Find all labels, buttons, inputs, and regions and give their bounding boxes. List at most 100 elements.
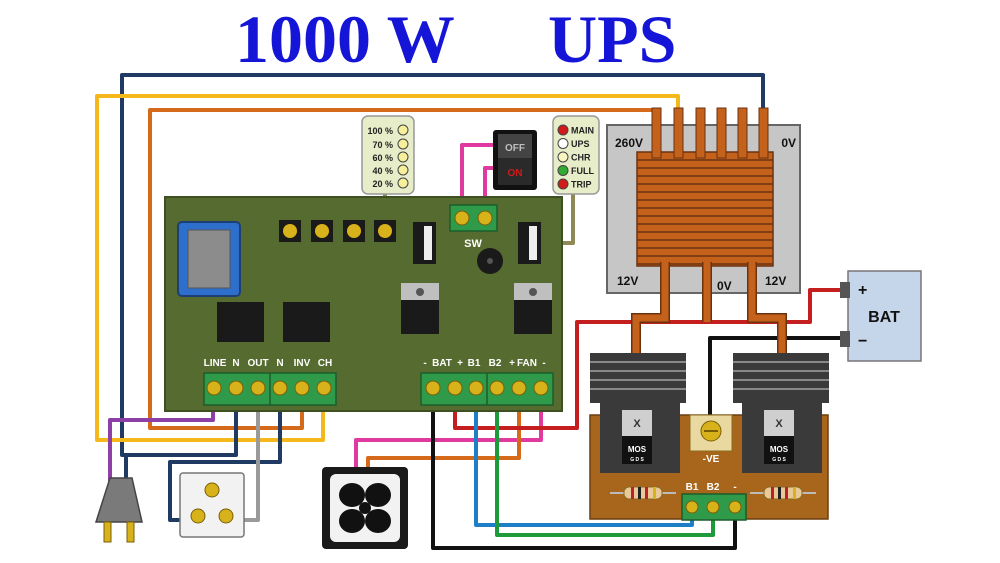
mosfet-left-x: X [633,418,641,430]
right-terminal-labels: - BAT + B1 B2 + FAN - [423,358,545,369]
battery-terminal-plus [840,282,850,298]
mosfet-left-pins: G D S [630,457,644,463]
level-60: 60 % [372,153,393,163]
switch-off-label: OFF [505,143,525,154]
status-label-chr: CHR [571,153,591,163]
socket-pin-left [190,508,206,524]
mosfet-board: X MOS G D S X MOS G D S -VE [589,353,829,521]
label-0v-primary: 0V [781,136,796,150]
wire-black-return [431,386,737,550]
svg-text:B1: B1 [468,358,481,369]
power-switch[interactable]: OFF ON [493,130,537,190]
cooling-fan [322,467,408,549]
wire-gray-socket [238,386,260,522]
wire-pink-fan [354,386,543,472]
sw-label: SW [464,238,482,250]
battery-minus-label: − [858,333,867,350]
mosfet-right-x: X [775,418,783,430]
status-led-chr [557,151,569,163]
plug-pin-right [126,521,135,543]
wire-red-bat [453,288,852,430]
mos-term-label-b2: B2 [707,482,720,493]
wire-black-bat [708,336,854,422]
wire-orange-top [148,108,660,430]
terminal-label-ch: CH [318,358,332,369]
status-led-main [557,124,569,136]
fan-blades [339,483,391,533]
terminal-label-out: OUT [247,358,268,369]
terminal-label-inv: INV [294,358,311,369]
status-label-main: MAIN [571,126,594,136]
level-led-20 [397,177,409,189]
label-12v-left: 12V [617,274,638,288]
ve-label: -VE [703,454,720,465]
resistor-right [750,486,816,500]
status-led-ups [557,138,569,149]
wire-yellow-top [95,94,680,442]
svg-text:BAT: BAT [432,358,452,369]
status-label-trip: TRIP [571,180,592,190]
terminal-label-n1: N [232,358,239,369]
level-led-100 [397,124,409,136]
title-left: 1000 W [235,1,455,77]
status-led-trip [557,178,569,190]
right-terminal-screws [425,380,549,396]
switch-on-label: ON [508,168,523,179]
terminal-label-n2: N [276,358,283,369]
mos-term-label-b1: B1 [686,482,699,493]
battery-label: BAT [868,309,900,326]
primary-leads [651,107,769,159]
wire-orange-fan [366,386,521,472]
mos-term-label-neg: - [733,482,736,493]
label-0v-center: 0V [717,279,732,293]
mosfet-left-label: MOS [628,445,647,454]
level-led-60 [397,151,409,163]
level-40: 40 % [372,166,393,176]
resistor-left [610,486,676,500]
ic-left [217,302,264,342]
regulator-right [514,283,552,334]
svg-text:-: - [423,358,426,369]
terminal-label-line: LINE [204,358,227,369]
trim-pots [279,220,396,242]
socket-pin-right [218,508,234,524]
wire-navy-plug [124,386,238,482]
mains-plug [94,477,143,543]
ic-right [283,302,330,342]
plug-pin-left [103,521,112,543]
status-label-ups: UPS [571,139,590,149]
battery-level-panel: 100 % 70 % 60 % 40 % 20 % [361,115,415,195]
mosfet-left: X MOS G D S [622,410,652,464]
level-led-40 [397,164,409,176]
label-260v: 260V [615,136,643,150]
svg-text:FAN: FAN [517,358,537,369]
negative-terminal: -VE [689,414,733,465]
status-led-full [557,165,569,176]
level-20: 20 % [372,179,393,189]
socket-pin-earth [204,482,220,498]
level-70: 70 % [372,140,393,150]
svg-text:+: + [509,358,515,369]
status-label-full: FULL [571,166,594,176]
mosfet-right: X MOS G D S [764,410,794,464]
wire-navy-socket [168,386,282,522]
mosfet-right-label: MOS [770,445,789,454]
svg-text:+: + [457,358,463,369]
wire-pink-sw1 [460,143,497,217]
svg-text:-: - [542,358,545,369]
small-transformer-core [187,229,231,289]
secondary-leads [631,262,787,356]
battery: + − BAT [840,270,922,362]
left-terminal-screws [206,380,332,396]
label-12v-right: 12V [765,274,786,288]
control-board: SW LINE N OUT N INV CH [164,196,563,412]
svg-text:B2: B2 [489,358,502,369]
left-terminal-labels: LINE N OUT N INV CH [204,358,333,369]
wire-green-b2 [495,386,715,537]
level-100: 100 % [367,126,393,136]
title-right: UPS [548,1,676,77]
wall-socket [179,472,245,538]
status-panel: MAIN UPS CHR FULL TRIP [552,115,600,195]
main-transformer: 260V 0V 12V 0V 12V [606,107,801,356]
